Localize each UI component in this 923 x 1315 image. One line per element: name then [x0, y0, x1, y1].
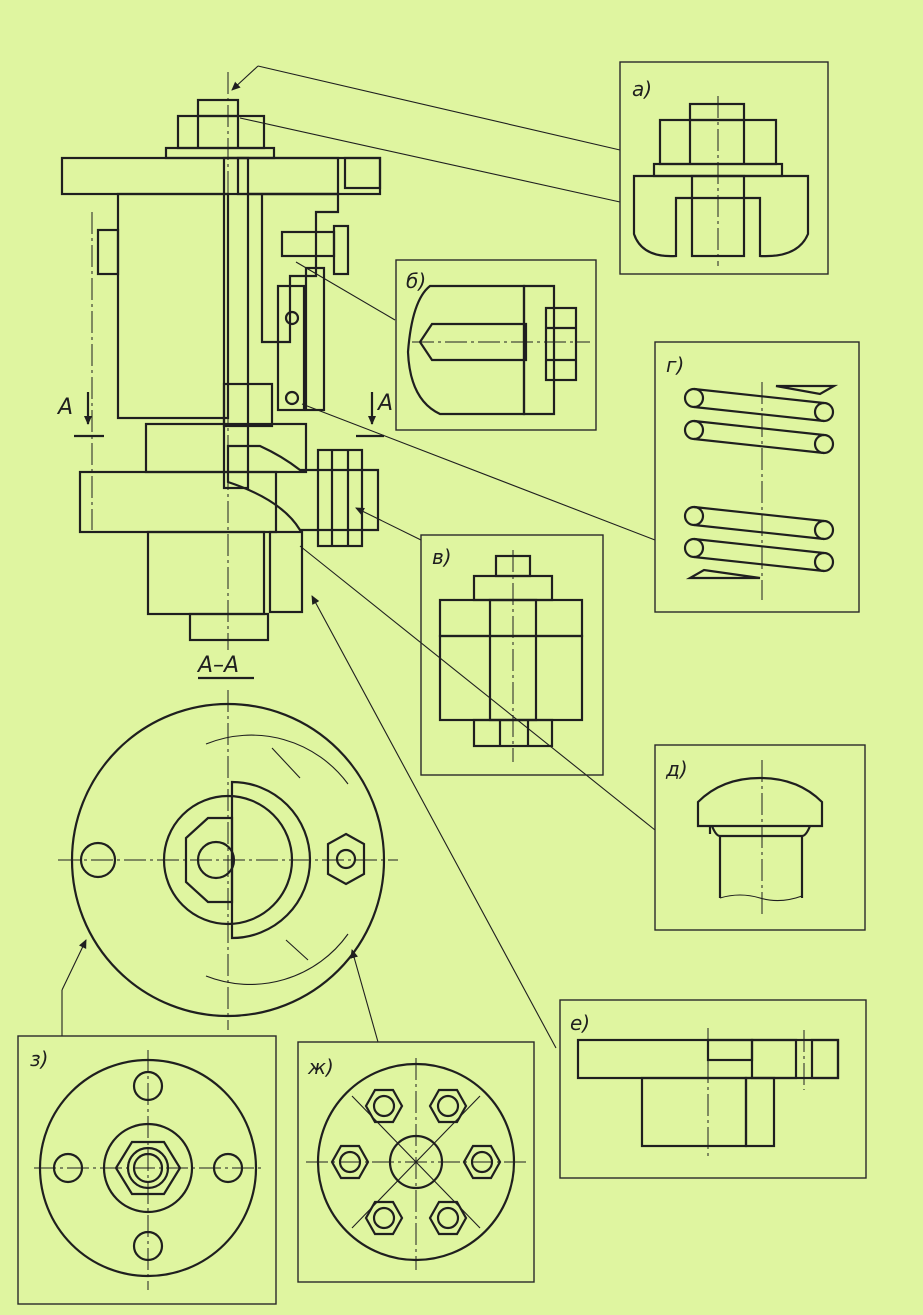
detail-g-label: г): [666, 353, 684, 377]
detail-e: е): [559, 999, 867, 1179]
detail-b: б): [395, 259, 597, 431]
leader-lines: [61, 65, 656, 1049]
detail-zh-label: ж): [307, 1055, 334, 1079]
detail-b-label: б): [406, 269, 426, 293]
detail-zh: ж): [297, 1041, 535, 1283]
main-assembly-view: А А: [56, 72, 393, 650]
detail-v: в): [420, 534, 604, 776]
detail-d-label: д): [665, 757, 688, 781]
detail-z-label: з): [30, 1047, 48, 1071]
section-title: А–А: [196, 653, 239, 678]
section-a-a-view: А–А: [58, 653, 398, 1030]
detail-a-label: а): [632, 77, 652, 101]
detail-g: г): [654, 341, 860, 613]
section-mark-left: А: [56, 395, 73, 420]
detail-e-label: е): [570, 1011, 590, 1035]
section-mark-right: А: [376, 391, 393, 416]
detail-v-label: в): [432, 545, 452, 569]
detail-z: з): [17, 1035, 277, 1305]
detail-a: а): [619, 61, 829, 275]
detail-d: д): [654, 744, 866, 931]
